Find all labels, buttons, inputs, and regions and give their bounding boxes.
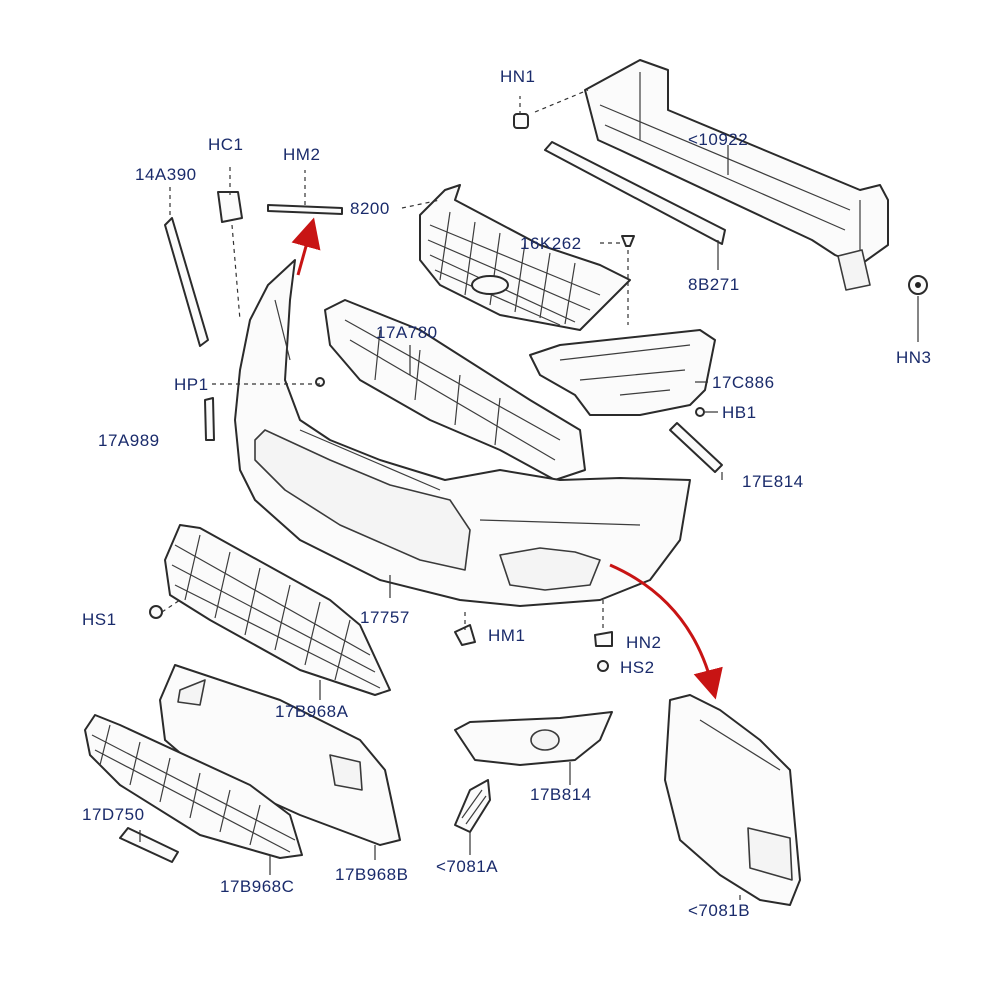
label-hs2: HS2	[620, 658, 655, 677]
16k262-clip	[621, 235, 635, 247]
hn3-nut	[908, 275, 928, 295]
label-hm1: HM1	[488, 626, 525, 645]
bumper-cover	[234, 259, 691, 607]
upper-bumper-support	[324, 299, 586, 481]
hs1-screw	[149, 605, 163, 619]
red-arrows	[291, 217, 723, 700]
label-hp1: HP1	[174, 375, 209, 394]
label-16k262: 16K262	[520, 234, 582, 253]
label-17b968b: 17B968B	[335, 865, 408, 884]
label-hs1: HS1	[82, 610, 117, 629]
label-17b968a: 17B968A	[275, 702, 349, 721]
vent-7081a	[454, 779, 491, 833]
radiator-grille	[419, 184, 631, 331]
lower-grille-17b968c	[84, 714, 303, 859]
label-8200: 8200	[350, 199, 390, 218]
label-hn2: HN2	[626, 633, 662, 652]
label-14a390: 14A390	[135, 165, 197, 184]
hs2-screw	[597, 660, 609, 672]
label-17e814: 17E814	[742, 472, 804, 491]
hm1-clip	[454, 624, 476, 646]
hn1-nut	[513, 113, 529, 129]
label-hn1: HN1	[500, 67, 536, 86]
fog-lamp-bezel-17b814	[454, 711, 613, 766]
lower-bracket-17e814	[669, 422, 723, 473]
red-arrow-lower	[609, 563, 723, 700]
label-hb1: HB1	[722, 403, 757, 422]
label-10922: <10922	[688, 130, 748, 149]
clip-hc1	[217, 191, 243, 223]
label-hn3: HN3	[896, 348, 932, 367]
label-7081a: <7081A	[436, 857, 498, 876]
label-17c886: 17C886	[712, 373, 775, 392]
trim-plate-17d750	[119, 827, 179, 863]
hb1-screw	[695, 407, 705, 417]
label-hm2: HM2	[283, 145, 320, 164]
hp1-clip	[315, 377, 325, 387]
label-17d750: 17D750	[82, 805, 145, 824]
leader-lines	[139, 89, 919, 900]
label-hc1: HC1	[208, 135, 244, 154]
lower-bezel-17b968b	[159, 664, 401, 846]
energy-absorber-strip	[544, 141, 726, 245]
label-17757: 17757	[360, 608, 410, 627]
bracket-17a989	[204, 397, 215, 441]
label-7081b: <7081B	[688, 901, 750, 920]
side-trim-14a390	[164, 217, 209, 347]
lower-grille-17b968a	[164, 524, 391, 696]
label-17a989: 17A989	[98, 431, 160, 450]
label-17b814: 17B814	[530, 785, 592, 804]
hm2-screw	[267, 204, 343, 215]
part-labels: HN1 HC1 HM2 14A390 <10922 8200 16K262 8B…	[82, 67, 932, 920]
red-arrow-upper	[291, 217, 321, 276]
label-17b968c: 17B968C	[220, 877, 294, 896]
bumper-reinforcement-beam	[584, 59, 889, 291]
splash-panel-7081b	[664, 694, 801, 906]
label-8b271: 8B271	[688, 275, 740, 294]
hn2-nut	[594, 631, 613, 647]
side-bracket-17c886	[529, 329, 716, 416]
label-17a780: 17A780	[376, 323, 438, 342]
